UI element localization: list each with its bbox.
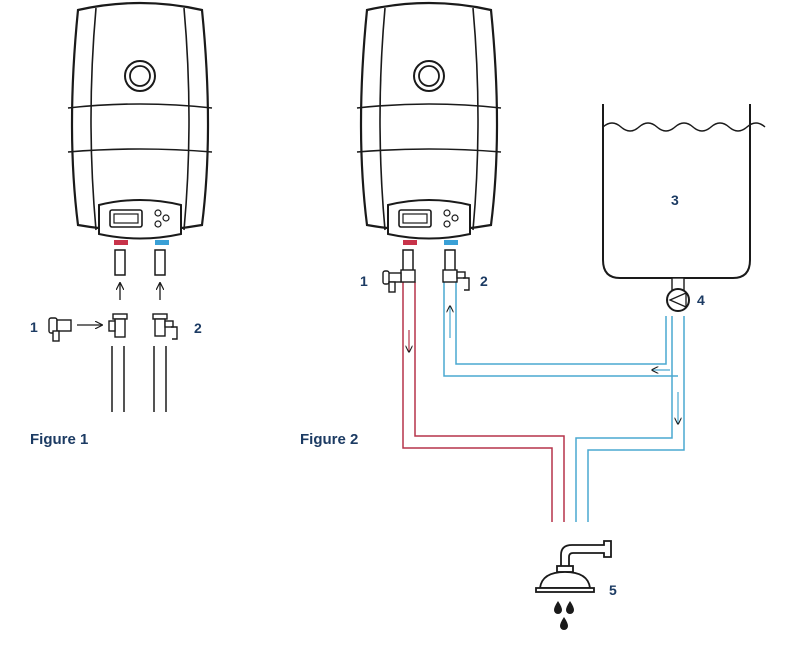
figure-2-label-1: 1 — [360, 273, 368, 289]
figure-2-caption: Figure 2 — [300, 431, 359, 448]
figure-1-label-2: 2 — [194, 320, 202, 336]
tee-fitting — [108, 313, 128, 338]
shower-label-5: 5 — [609, 582, 617, 598]
pump-label-4: 4 — [697, 292, 705, 308]
cold-inlet-stub-1 — [154, 249, 166, 276]
cold-return-pipe — [443, 282, 678, 377]
hot-water-pipe — [402, 282, 565, 522]
valve-part-1-installed — [382, 269, 416, 293]
tank-label-3: 3 — [671, 192, 679, 208]
shower-head — [535, 540, 612, 593]
valve-part-2 — [152, 313, 178, 340]
water-heater-1 — [66, 1, 214, 247]
water-heater-2 — [355, 1, 503, 247]
hot-outlet-stub-1 — [114, 249, 126, 276]
valve-part-1 — [48, 317, 72, 342]
valve-part-2-installed — [442, 269, 470, 291]
water-drops — [554, 601, 574, 630]
figure-1-group — [48, 1, 214, 412]
cold-supply-pipe — [575, 316, 685, 522]
pump-symbol — [668, 292, 687, 308]
water-surface-wave — [602, 122, 766, 132]
figure-2-group — [355, 1, 766, 630]
figure-2-label-2: 2 — [480, 273, 488, 289]
figure-1-label-1: 1 — [30, 319, 38, 335]
figure-1-caption: Figure 1 — [30, 431, 89, 448]
